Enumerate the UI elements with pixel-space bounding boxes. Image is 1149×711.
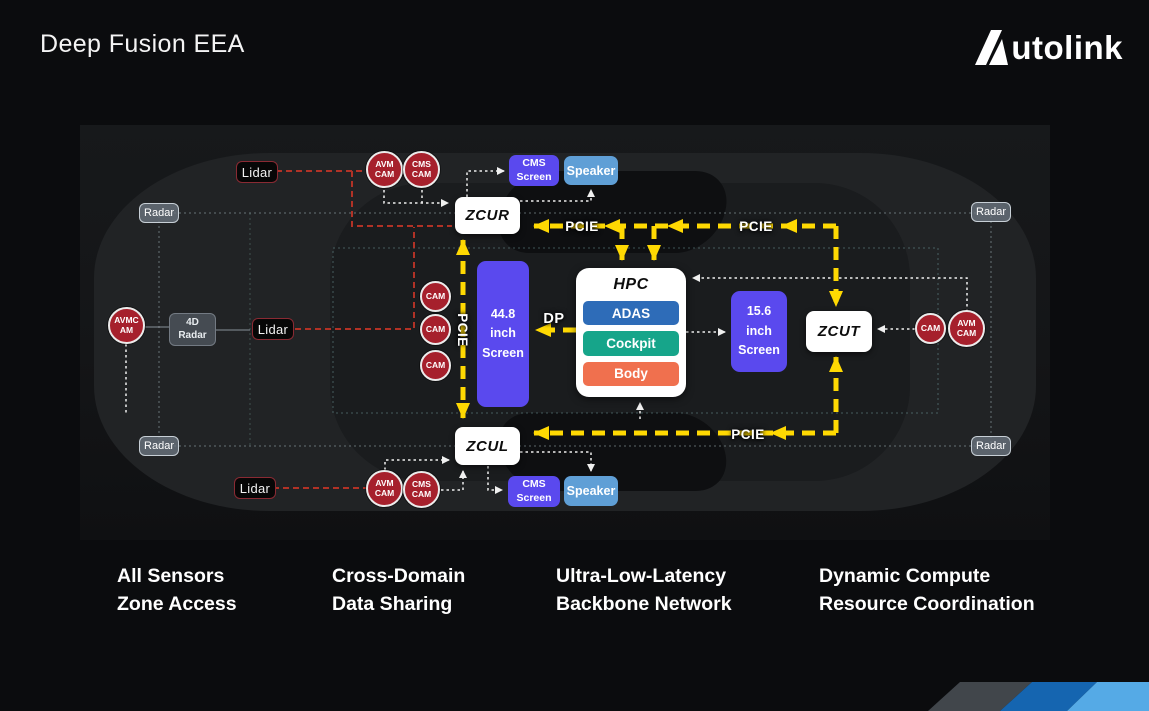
- lidar-middle: Lidar: [252, 318, 294, 340]
- hpc-module-adas: ADAS: [583, 301, 679, 326]
- radar-bottom-right: Radar: [971, 436, 1011, 456]
- cms-screen-top: CMS Screen: [509, 155, 559, 186]
- caption-line: All Sensors: [117, 565, 225, 587]
- page-title: Deep Fusion EEA: [40, 30, 245, 58]
- speaker-bottom: Speaker: [564, 476, 618, 506]
- cam-left-2: CAM: [420, 314, 451, 345]
- avmc-am-camera: AVMC AM: [108, 307, 145, 344]
- autolink-wordmark: utolink: [1011, 29, 1123, 66]
- radar-top-right: Radar: [971, 202, 1011, 222]
- pcie-label-bottom: PCIE: [731, 426, 765, 442]
- caption-line: Resource Coordination: [819, 592, 1035, 615]
- radar-4d: 4D Radar: [169, 313, 216, 346]
- caption-line: Zone Access: [117, 592, 237, 615]
- hpc-title: HPC: [613, 276, 649, 293]
- lidar-top: Lidar: [236, 161, 278, 183]
- zcut-controller: ZCUT: [806, 311, 872, 352]
- pcie-label-vertical: PCIE: [455, 313, 471, 347]
- cms-cam-bottom: CMS CAM: [403, 471, 440, 508]
- caption-line: Dynamic Compute: [819, 565, 991, 587]
- caption-line: Data Sharing: [332, 592, 453, 615]
- zcul-controller: ZCUL: [455, 427, 520, 465]
- speaker-top: Speaker: [564, 156, 618, 185]
- hpc-module-body: Body: [583, 361, 679, 386]
- zcur-controller: ZCUR: [455, 197, 520, 234]
- lidar-bottom: Lidar: [234, 477, 276, 499]
- hpc-box: HPC ADAS Cockpit Body: [576, 268, 686, 397]
- radar-top-left: Radar: [139, 203, 179, 223]
- hpc-module-cockpit: Cockpit: [583, 331, 679, 356]
- autolink-logo: utolink: [975, 30, 1123, 65]
- caption-all-sensors: All Sensors Zone Access: [117, 563, 237, 618]
- caption-low-latency: Ultra-Low-Latency Backbone Network: [556, 563, 732, 618]
- cms-cam-top: CMS CAM: [403, 151, 440, 188]
- avm-cam-bottom: AVM CAM: [366, 470, 403, 507]
- radar-bottom-left: Radar: [139, 436, 179, 456]
- cam-left-1: CAM: [420, 281, 451, 312]
- corner-stripes-decoration: [928, 682, 1149, 711]
- avm-cam-top: AVM CAM: [366, 151, 403, 188]
- cam-right: CAM: [915, 313, 946, 344]
- caption-dynamic-compute: Dynamic Compute Resource Coordination: [819, 563, 1035, 618]
- cam-left-3: CAM: [420, 350, 451, 381]
- autolink-a-icon: [975, 30, 1009, 65]
- screen-15-6-inch: 15.6 inch Screen: [731, 291, 787, 372]
- caption-line: Backbone Network: [556, 592, 732, 615]
- cms-screen-bottom: CMS Screen: [508, 476, 560, 507]
- caption-line: Cross-Domain: [332, 565, 466, 587]
- pcie-label-top-right: PCIE: [739, 218, 773, 234]
- caption-cross-domain: Cross-Domain Data Sharing: [332, 563, 465, 618]
- caption-line: Ultra-Low-Latency: [556, 565, 727, 587]
- dp-label: DP: [543, 311, 565, 327]
- avm-cam-right: AVM CAM: [948, 310, 985, 347]
- pcie-label-top-left: PCIE: [565, 218, 599, 234]
- screen-44-8-inch: 44.8 inch Screen: [477, 261, 529, 407]
